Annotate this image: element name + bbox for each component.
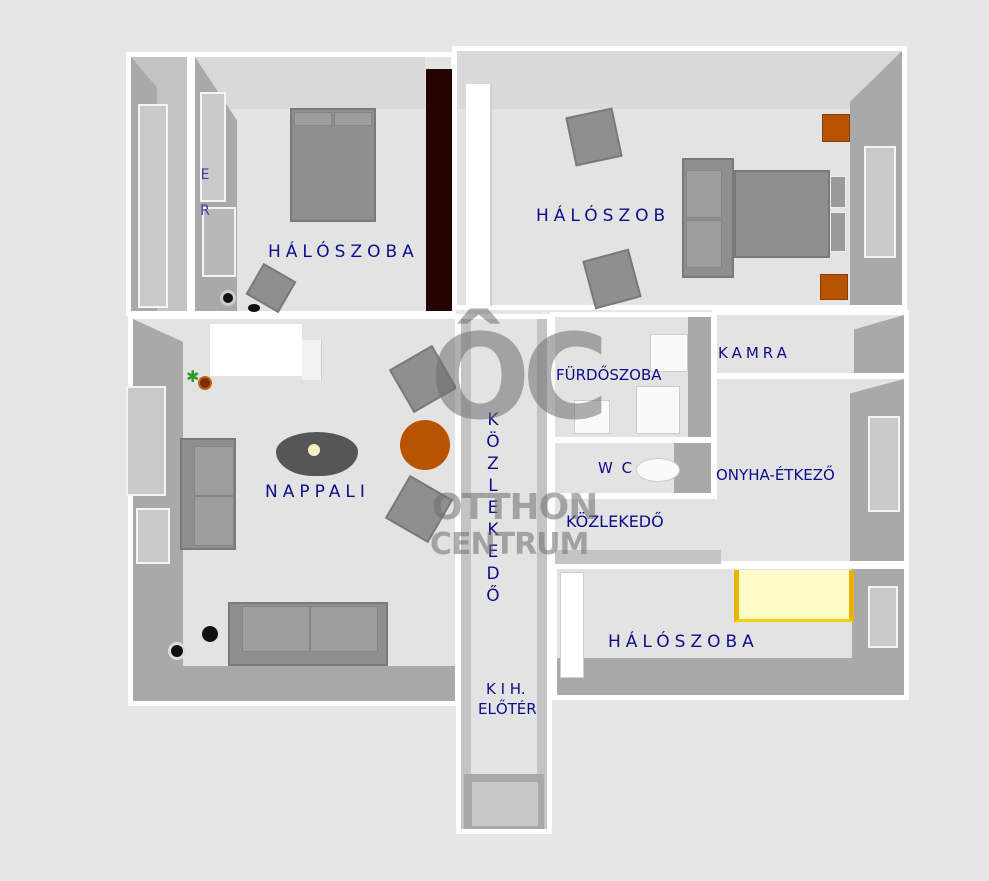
window <box>126 386 166 496</box>
window <box>136 508 170 564</box>
room-label-pantry: KAMRA <box>718 344 791 362</box>
toilet <box>636 458 680 482</box>
potted-plant <box>198 376 212 390</box>
room-label-bedroom-bottom-right: HÁLÓSZOBA <box>608 632 759 652</box>
door <box>202 207 236 277</box>
shower-tray <box>636 386 680 434</box>
room-corridor-vertical: KÖZLEKEDŐ K I H. ELŐTÉR <box>456 314 552 834</box>
flower-decoration <box>308 444 320 456</box>
room-corridor-horizontal: KÖZLEKEDŐ <box>550 494 721 570</box>
room-label-bedroom-top-right: HÁLÓSZOB <box>536 206 671 226</box>
washing-machine <box>650 334 688 372</box>
sofa <box>682 158 734 278</box>
wardrobe <box>426 69 452 311</box>
sink <box>574 400 610 434</box>
pillow <box>830 176 846 208</box>
armchair <box>565 107 623 167</box>
wardrobe <box>560 572 584 678</box>
room-bedroom-top-left: E R HÁLÓSZOBA <box>190 52 456 316</box>
double-bed <box>734 170 830 258</box>
room-label-kitchen-dining: ONYHA-ÉTKEZŐ <box>716 466 835 484</box>
pillow <box>830 212 846 252</box>
room-label-bathroom: FÜRDŐSZOBA <box>556 366 662 384</box>
room-label-corridor-horizontal: KÖZLEKEDŐ <box>566 512 664 531</box>
window <box>138 104 168 308</box>
window <box>864 146 896 258</box>
floor-lamp <box>248 304 260 312</box>
plant-leaves: ✱ <box>186 367 200 386</box>
sofa <box>228 602 388 666</box>
room-pantry: KAMRA <box>712 310 909 378</box>
room-bedroom-top-right: HÁLÓSZOB <box>452 46 907 310</box>
window <box>868 416 900 512</box>
balcony-strip <box>126 52 192 316</box>
floor-lamp <box>220 290 236 306</box>
wardrobe <box>466 84 492 306</box>
floor-lamp <box>202 626 218 642</box>
room-label-living-room: NAPPALI <box>265 482 370 502</box>
round-side-table <box>400 420 450 470</box>
room-label-entrance-line2: ELŐTÉR <box>478 700 537 718</box>
nightstand <box>822 114 850 142</box>
room-label-entrance-line1: K I H. <box>486 680 526 698</box>
counter-block <box>302 340 322 380</box>
floor-lamp <box>168 642 186 660</box>
watermark-line2: CENTRUM <box>430 527 589 562</box>
door <box>200 92 226 202</box>
room-bathroom: FÜRDŐSZOBA <box>550 312 716 442</box>
room-bedroom-bottom-right: HÁLÓSZOBA <box>552 564 909 700</box>
bed-yellow <box>734 570 854 622</box>
double-bed <box>290 108 376 222</box>
room-kitchen-dining: ONYHA-ÉTKEZŐ <box>712 374 909 566</box>
nightstand <box>820 274 848 300</box>
doormat <box>472 782 538 826</box>
counter-block <box>210 324 302 376</box>
window <box>868 586 898 648</box>
room-label-corridor-vertical: KÖZLEKEDŐ <box>483 410 503 608</box>
room-living-room: ✱ NAPPALI <box>126 314 460 706</box>
room-label-bedroom-top-left: HÁLÓSZOBA <box>268 242 419 262</box>
room-label-wc: W C <box>598 459 635 477</box>
watermark-logo: ÔC <box>430 308 609 446</box>
balcony-label: E R <box>197 167 213 221</box>
sofa <box>180 438 236 550</box>
room-wc: W C <box>550 438 716 498</box>
watermark-line1: OTTHON <box>432 487 598 528</box>
